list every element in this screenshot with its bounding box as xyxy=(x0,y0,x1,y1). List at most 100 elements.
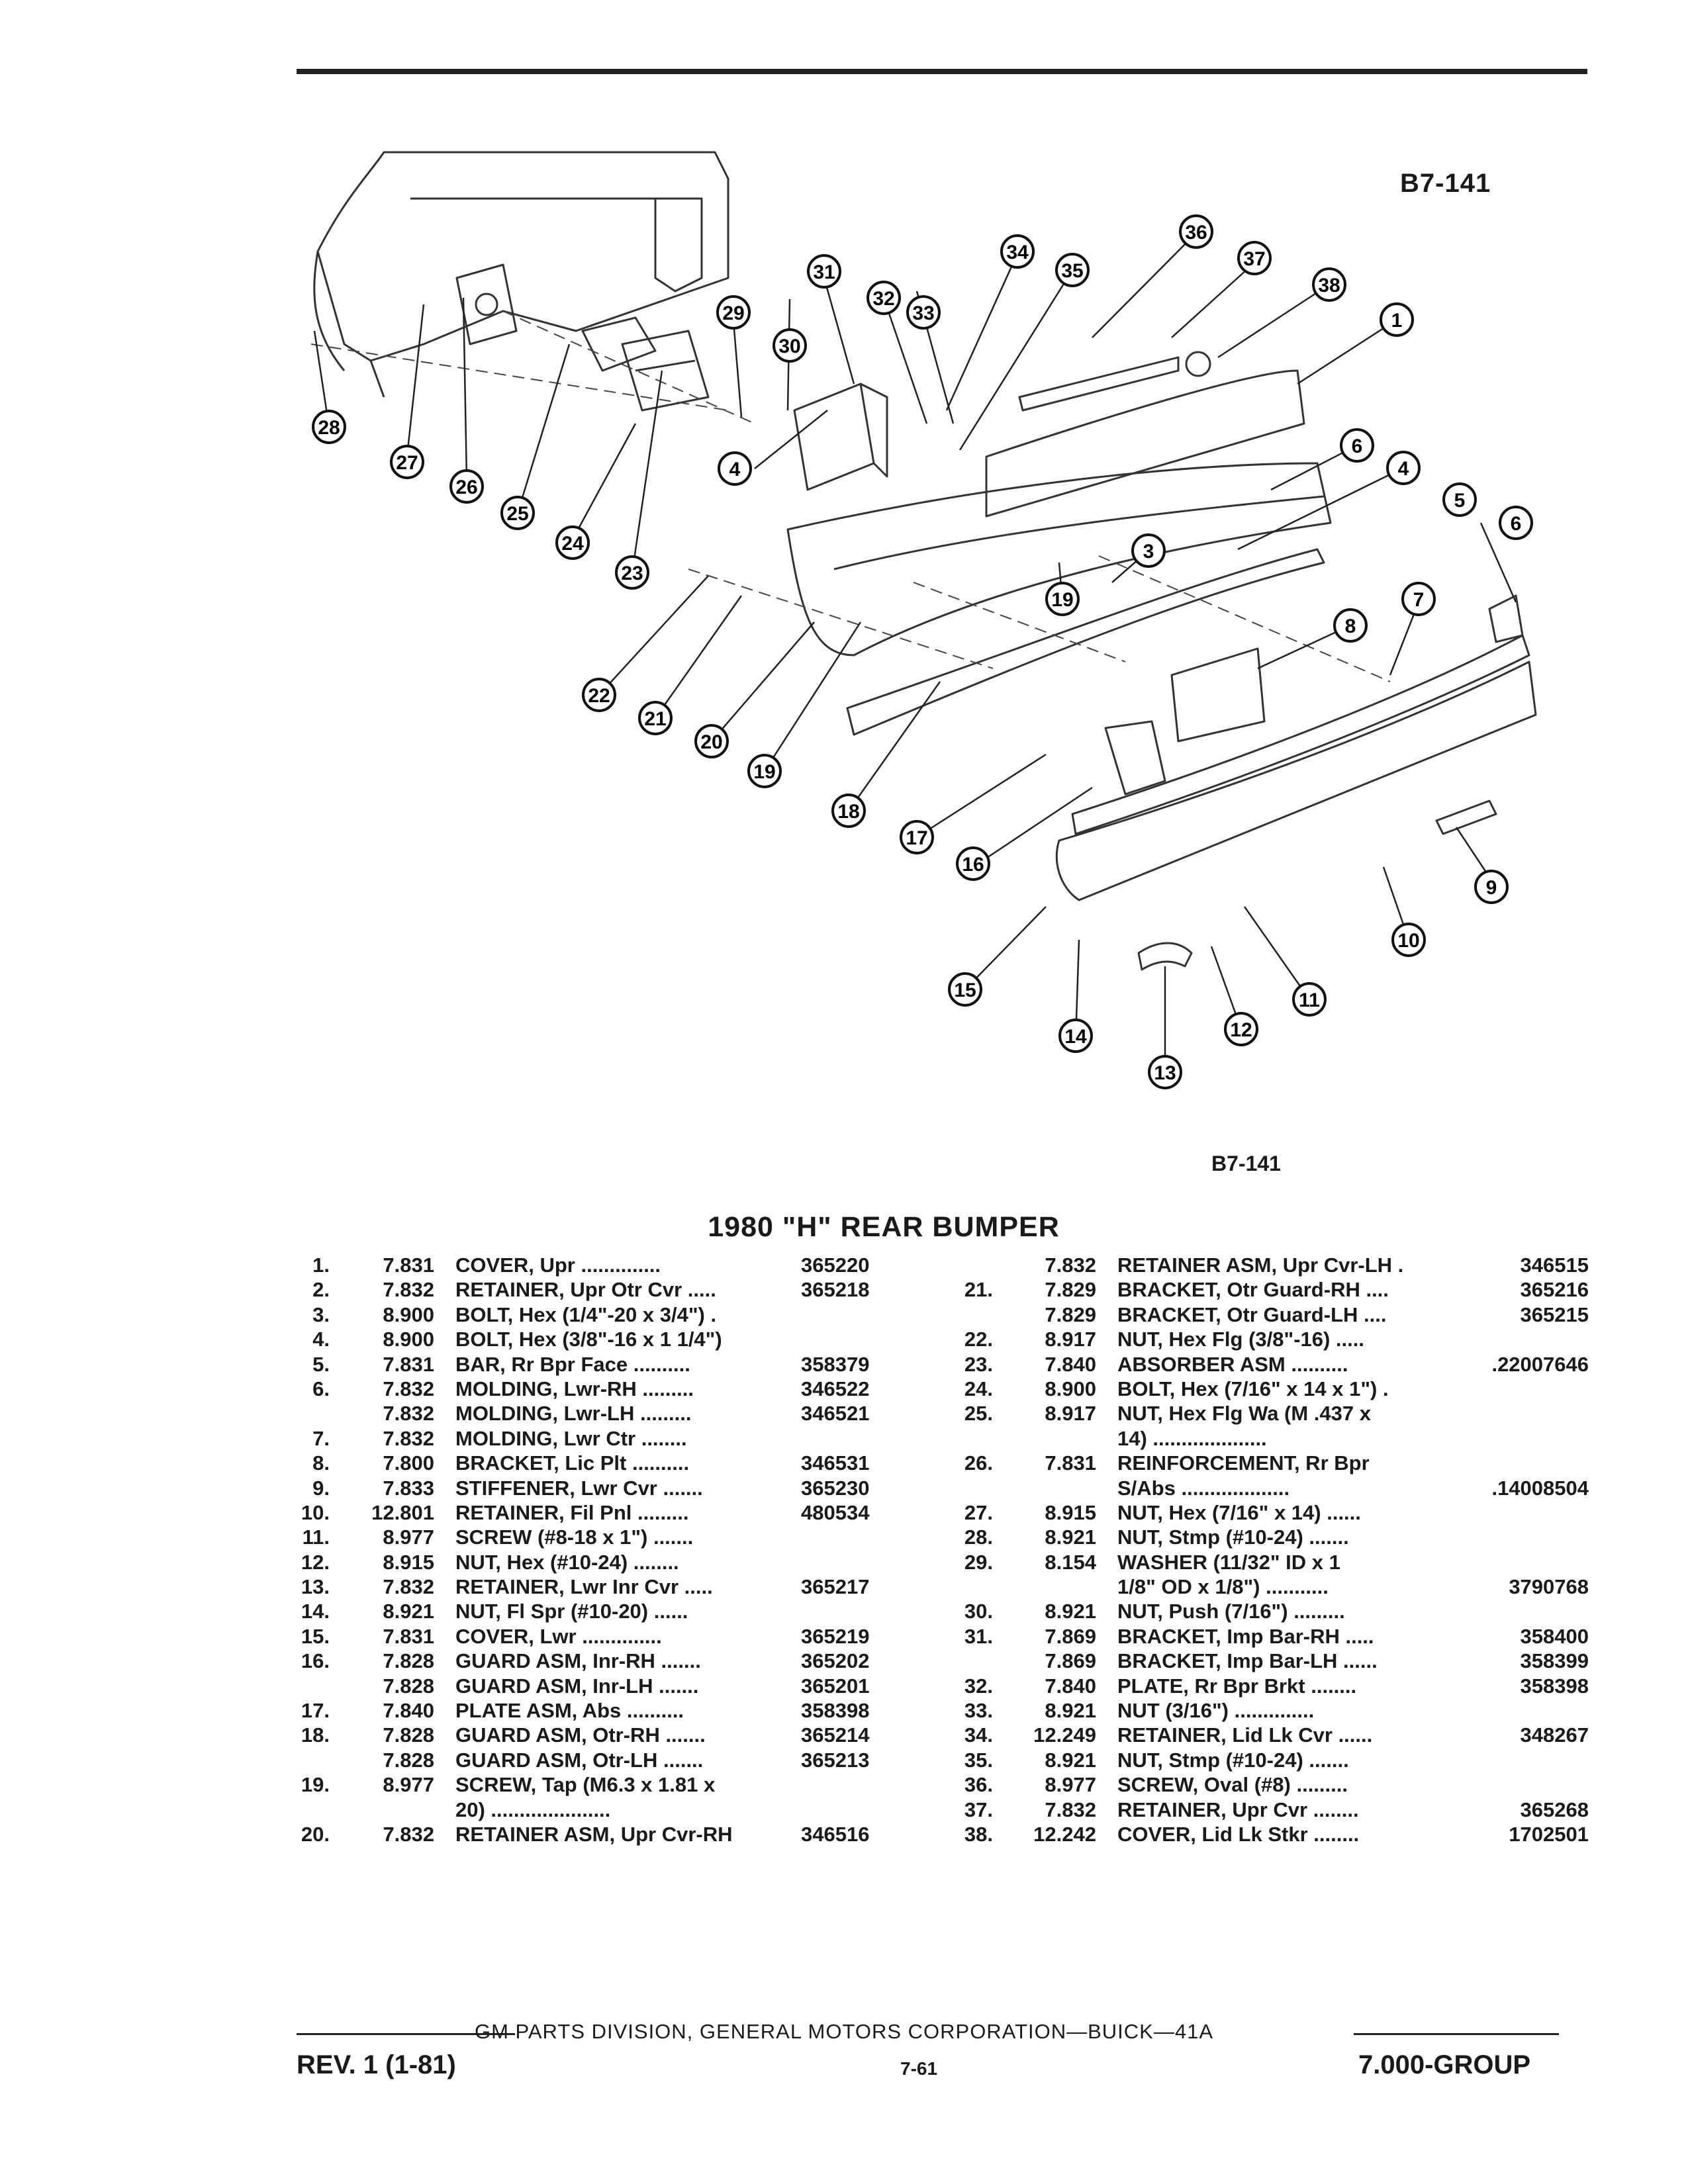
group-number: 8.917 xyxy=(1045,1328,1096,1351)
group-number: 7.833 xyxy=(383,1476,434,1500)
part-description: REINFORCEMENT, Rr Bpr xyxy=(1117,1451,1370,1475)
part-description: NUT, Hex (#10-24) ........ xyxy=(455,1550,679,1574)
group-number: 8.915 xyxy=(383,1550,434,1574)
callout-35: 35 xyxy=(1055,253,1090,287)
part-description: BAR, Rr Bpr Face .......... xyxy=(455,1352,690,1376)
part-row: 1/8" OD x 1/8") ...........3790768 xyxy=(953,1574,1589,1599)
part-number-index: 37. xyxy=(964,1797,993,1821)
group-number: 8.921 xyxy=(1045,1699,1096,1723)
svg-text:9: 9 xyxy=(1486,877,1497,899)
group-number: 7.869 xyxy=(1045,1624,1096,1648)
part-row: 14) .................... xyxy=(953,1426,1589,1451)
part-number-index: 25. xyxy=(964,1402,993,1426)
part-number: 346515 xyxy=(1520,1253,1589,1277)
part-description: 20) ..................... xyxy=(455,1797,611,1821)
callout-21: 21 xyxy=(638,701,673,735)
svg-text:4: 4 xyxy=(729,459,741,480)
svg-text:37: 37 xyxy=(1243,248,1265,270)
callout-22: 22 xyxy=(582,678,616,712)
part-description: NUT, Hex (7/16" x 14) ...... xyxy=(1117,1500,1361,1524)
part-row: 12. 8.915 NUT, Hex (#10-24) ........ xyxy=(291,1550,914,1574)
callout-16: 16 xyxy=(956,846,990,881)
part-number-index: 29. xyxy=(964,1550,993,1574)
svg-text:14: 14 xyxy=(1064,1026,1087,1048)
svg-text:22: 22 xyxy=(588,685,610,707)
group-number: 8.977 xyxy=(1045,1773,1096,1797)
part-number-index: 1. xyxy=(312,1253,330,1277)
callout-20: 20 xyxy=(694,724,729,758)
group-number: 12.801 xyxy=(371,1500,434,1524)
group-number: 7.828 xyxy=(383,1723,434,1747)
top-rule xyxy=(297,69,1587,74)
stiffener xyxy=(1435,799,1497,835)
group-number: 8.921 xyxy=(383,1600,434,1623)
callout-7: 7 xyxy=(1401,582,1436,616)
part-description: RETAINER, Lwr Inr Cvr ..... xyxy=(455,1575,713,1599)
svg-text:7: 7 xyxy=(1413,589,1425,611)
callout-10: 10 xyxy=(1391,923,1426,957)
part-number-index: 22. xyxy=(964,1328,993,1351)
page-title: 1980 "H" REAR BUMPER xyxy=(708,1211,1060,1243)
part-description: SCREW, Oval (#8) ......... xyxy=(1117,1773,1348,1797)
part-number-index: 30. xyxy=(964,1600,993,1623)
group-number: 8.900 xyxy=(383,1302,434,1326)
group-number: 8.921 xyxy=(1045,1600,1096,1623)
part-description: COVER, Lid Lk Stkr ........ xyxy=(1117,1822,1360,1846)
part-number-index: 2. xyxy=(312,1278,330,1302)
group-number: 8.921 xyxy=(1045,1748,1096,1772)
diagram-code-bottom: B7-141 xyxy=(1211,1152,1281,1175)
part-description: SCREW (#8-18 x 1") ....... xyxy=(455,1525,694,1549)
group-number: 7.800 xyxy=(383,1451,434,1475)
part-number: 365218 xyxy=(801,1278,870,1302)
svg-text:17: 17 xyxy=(906,827,927,849)
svg-text:36: 36 xyxy=(1185,222,1207,244)
callouts: 1 6 3 4 4 5 6 7 8 9 10 11 12 13 14 15 16… xyxy=(312,214,1533,1089)
part-number: 365214 xyxy=(801,1723,870,1747)
part-number: 3790768 xyxy=(1509,1575,1589,1599)
group-number: 8.917 xyxy=(1045,1402,1096,1426)
part-number-index: 24. xyxy=(964,1377,993,1400)
callout-11: 11 xyxy=(1292,982,1327,1017)
callout-4b: 4 xyxy=(1386,451,1421,485)
svg-text:16: 16 xyxy=(962,854,984,876)
part-description: GUARD ASM, Inr-LH ....... xyxy=(455,1674,699,1698)
part-number-index: 10. xyxy=(301,1500,330,1524)
svg-text:15: 15 xyxy=(954,979,976,1001)
part-number: 346516 xyxy=(801,1822,870,1846)
callout-33: 33 xyxy=(906,295,941,330)
svg-text:8: 8 xyxy=(1345,615,1356,637)
exploded-diagram: 1 6 3 4 4 5 6 7 8 9 10 11 12 13 14 15 16… xyxy=(310,151,1537,1089)
callout-14: 14 xyxy=(1058,1019,1093,1053)
part-description: RETAINER ASM, Upr Cvr-RH xyxy=(455,1822,733,1846)
part-number: 346522 xyxy=(801,1377,870,1400)
part-number-index: 12. xyxy=(301,1550,330,1574)
group-number: 8.915 xyxy=(1045,1500,1096,1524)
group-number: 12.249 xyxy=(1033,1723,1096,1747)
callout-38: 38 xyxy=(1312,267,1346,302)
group-number: 8.977 xyxy=(383,1773,434,1797)
group-number: 7.831 xyxy=(383,1352,434,1376)
svg-text:6: 6 xyxy=(1511,513,1522,535)
callout-29: 29 xyxy=(716,295,751,330)
part-number-index: 15. xyxy=(301,1624,330,1648)
part-description: NUT, Push (7/16") ......... xyxy=(1117,1600,1345,1623)
part-row: S/Abs ....................14008504 xyxy=(953,1476,1589,1500)
group-number: 8.921 xyxy=(1045,1525,1096,1549)
part-number: 358400 xyxy=(1520,1624,1589,1648)
group-number: 7.832 xyxy=(383,1377,434,1400)
